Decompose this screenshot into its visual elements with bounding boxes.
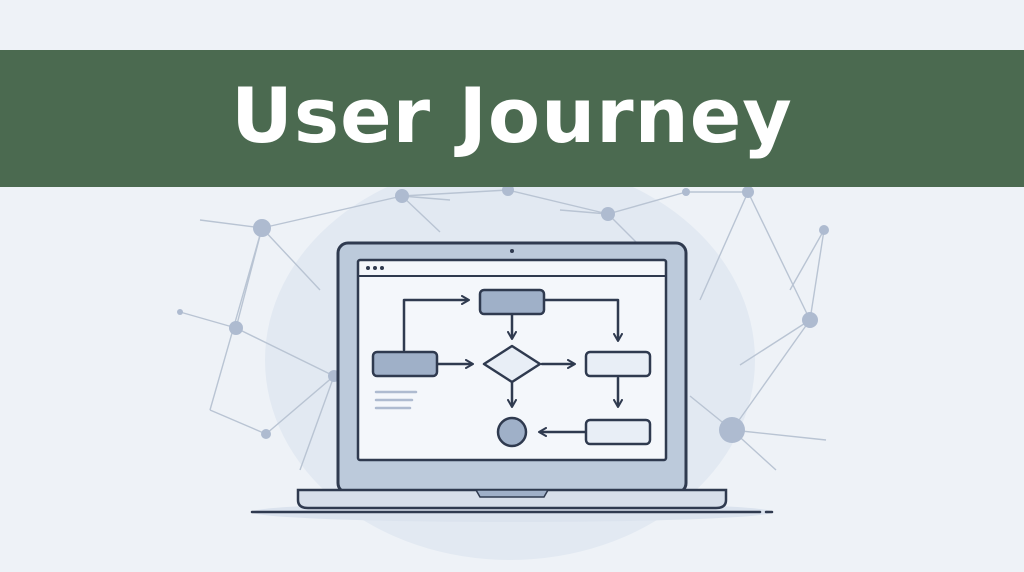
decision-diamond-icon <box>482 344 542 384</box>
flowchart-icon <box>371 288 652 448</box>
page-title: User Journey <box>231 70 793 160</box>
end-circle-icon <box>496 416 528 448</box>
title-banner: User Journey <box>0 50 1024 187</box>
network-icon <box>177 184 829 471</box>
